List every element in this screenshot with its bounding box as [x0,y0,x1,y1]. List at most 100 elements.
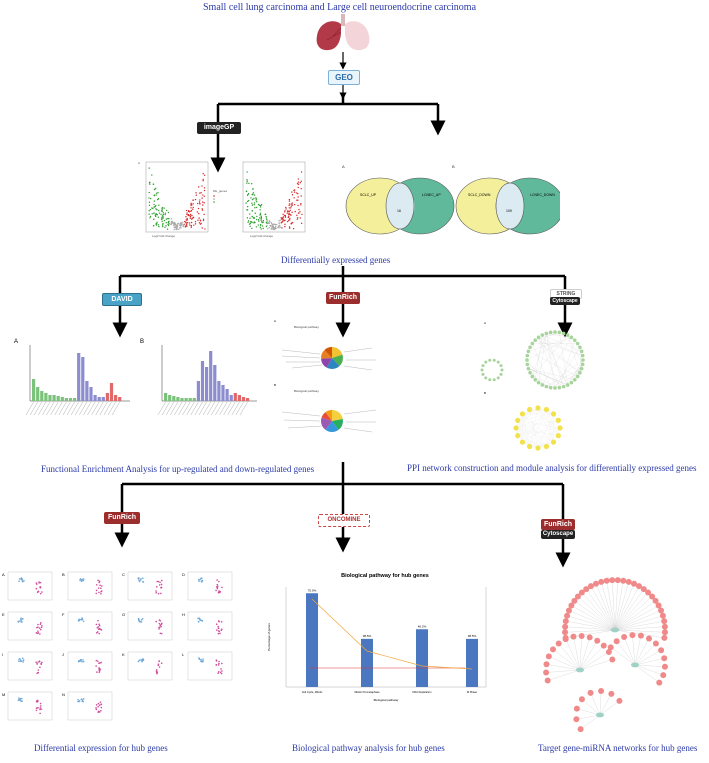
volcano-point [184,226,187,228]
expr-point [20,621,22,623]
volcano-point [203,213,205,216]
expr-point [200,577,203,579]
expr-point [158,622,161,625]
volcano-point [180,224,182,227]
volcano-point [260,204,263,206]
ppi-node [555,417,561,423]
volcano-point [267,221,270,224]
go-letter-b: B [140,339,144,345]
expr-point [98,662,100,665]
go-bar [184,398,188,401]
volcano-point [275,227,277,230]
expr-point [35,632,38,634]
volcano-point [195,192,197,194]
ppi-edge [515,413,554,429]
volcano-point [260,204,262,207]
volcano-point [253,197,255,200]
panel-letter: E [2,612,5,617]
volcano-point [290,214,292,216]
ppi-node [515,433,521,439]
expr-point [201,661,203,663]
mirna-node [613,638,620,645]
mirna-edge [614,580,618,631]
volcano-point [155,223,157,225]
pie-slice [325,421,339,432]
mirna-node [573,716,580,723]
volcano-point [281,221,283,223]
volcano-point [272,223,274,226]
expr-point [18,698,21,700]
go-bar [205,367,209,401]
volcano-point [297,183,300,185]
mirna-node [645,589,652,596]
expr-point [158,666,161,668]
mirna-edge [614,621,665,631]
go-tick-label [207,401,215,416]
ppi-edge [522,409,547,414]
funrich-badge-2: FunRich [104,512,140,524]
expr-point [100,592,102,595]
volcano-point [170,222,172,224]
mirna-node [583,586,590,593]
volcano-point [300,195,302,197]
ppi-node [550,439,557,445]
mirna-node [555,640,562,647]
expr-point [216,629,218,631]
volcano-point [288,198,291,201]
mirna-edge [606,580,616,631]
expr-point [97,705,100,708]
expr-point [97,628,100,631]
volcano-point [289,213,291,216]
mirna-edge [634,643,656,666]
go-tick-label [170,401,179,416]
volcano-point [170,223,172,226]
ppi-node [543,443,550,450]
volcano-point [280,217,282,219]
volcano-point [191,218,193,220]
go-bar [81,357,85,401]
ppi-edge [522,442,547,447]
volcano-point [153,218,155,221]
ppi-node [548,385,553,390]
volcano-point [300,222,303,225]
expr-point [39,666,41,669]
ppi-node [565,383,570,387]
volcano-point [155,192,158,194]
volcano-point [186,225,188,227]
mirna-edge [614,592,649,631]
go-tick-label [38,401,47,416]
ppi-edge [554,347,581,389]
mirna-node [661,629,668,636]
mirna-edge [558,643,581,671]
panel-letter: L [182,652,185,657]
volcano-point [163,207,165,209]
mirna-edge [579,640,598,671]
volcano-point [259,226,261,228]
mirna-edge [579,637,590,671]
volcano-point [288,212,290,215]
volcano-point [258,220,260,222]
expr-point [97,579,99,582]
mirna-edge [579,651,609,671]
svg-text:A: A [274,319,276,323]
mirna-node [545,653,552,660]
expr-point [160,579,163,582]
ppi-edge [538,337,568,386]
mirna-node [562,623,569,630]
volcano-point [291,211,293,213]
expr-point [95,704,98,706]
volcano-point [270,228,273,230]
pathway-bar [361,638,373,687]
expr-point [220,628,223,631]
mirna-edge [614,605,659,631]
volcano-point [155,208,157,210]
svg-text:A: A [342,164,345,169]
mirna-edge [634,650,662,666]
expr-point [38,660,41,662]
go-bar [36,387,40,401]
mirna-node [661,655,668,662]
mirna-edge [614,589,644,631]
volcano-point [161,224,164,226]
svg-text:B: B [274,383,276,387]
